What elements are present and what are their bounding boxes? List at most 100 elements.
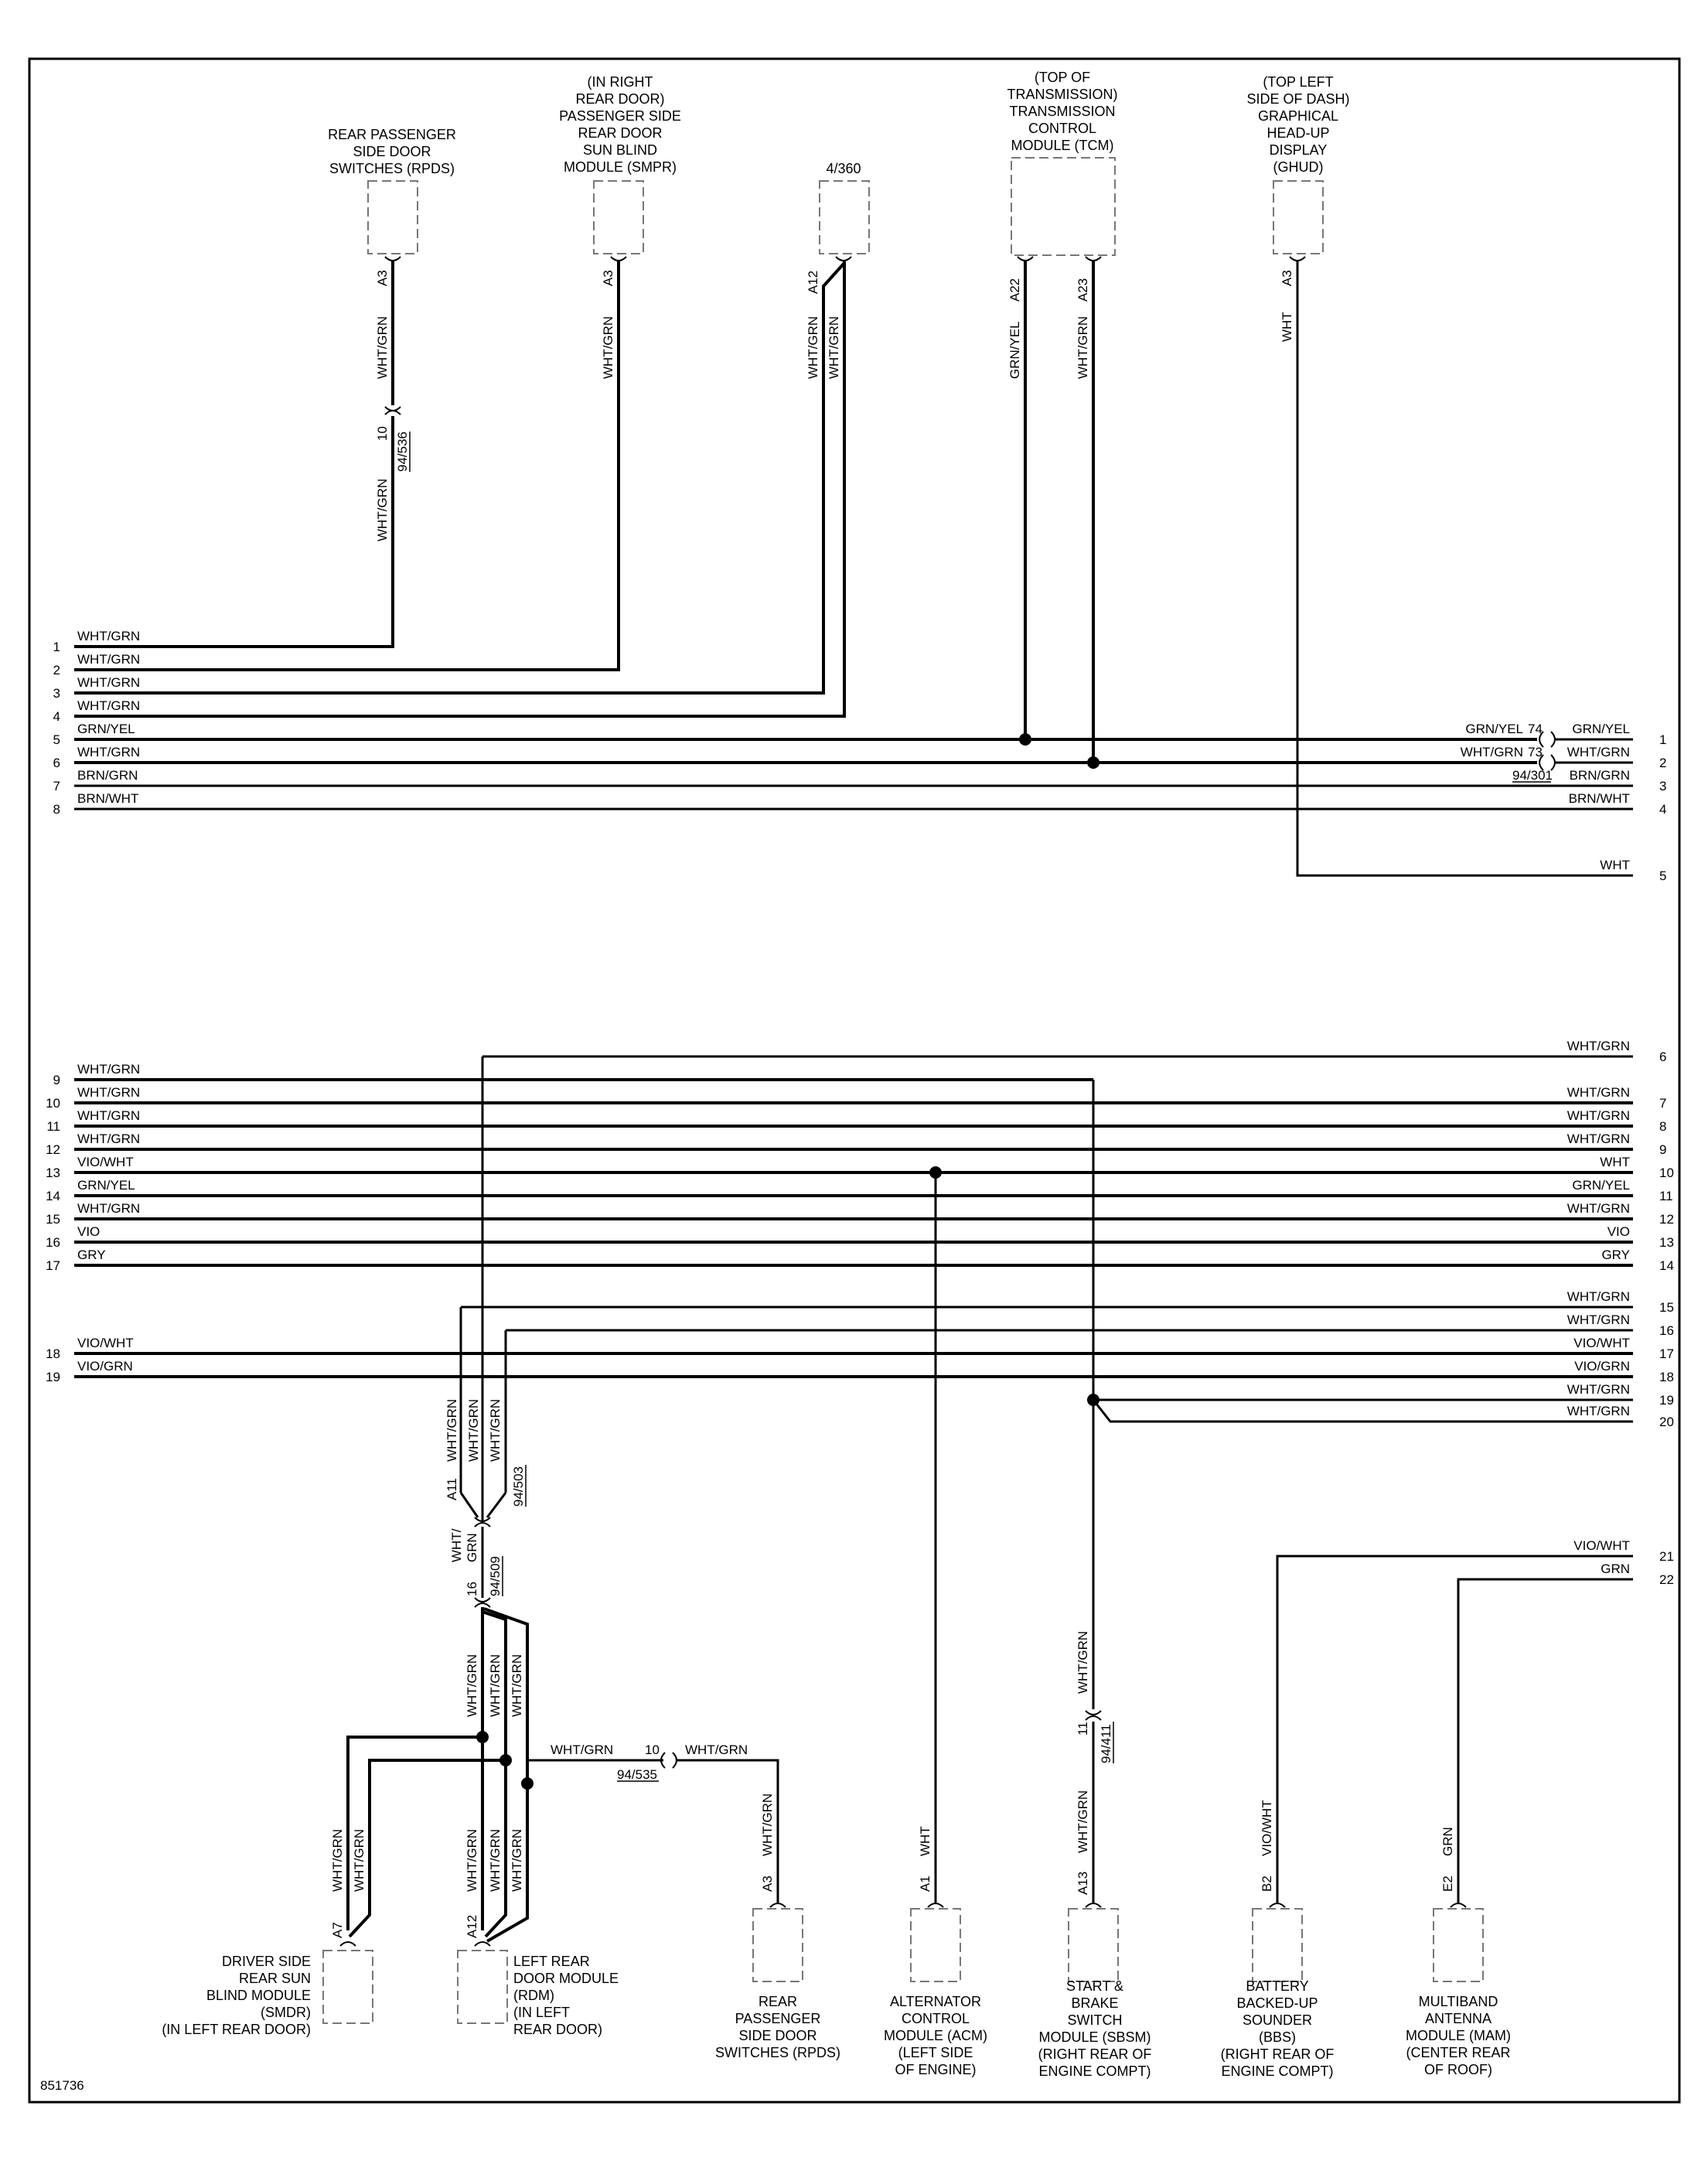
right-row-wire-color: WHT xyxy=(1600,1155,1630,1169)
smpr-label-6: MODULE (SMPR) xyxy=(564,159,677,175)
left-row-wire-color: VIO/WHT xyxy=(77,1336,134,1350)
smpr-label-1: (IN RIGHT xyxy=(588,74,653,90)
rpds-top-wire-color-lower: WHT/GRN xyxy=(375,479,390,541)
figure-id: 851736 xyxy=(40,2078,84,2093)
conn-4-360-pin: A12 xyxy=(806,271,820,294)
left-row-number: 15 xyxy=(46,1212,60,1227)
tcm-label-1: (TOP OF xyxy=(1035,70,1090,85)
rpds-bottom-label-3: SIDE DOOR xyxy=(738,2028,816,2043)
bbs-label-5: (RIGHT REAR OF xyxy=(1221,2046,1335,2062)
rdm-pin-hook xyxy=(474,1941,491,1947)
bbs-label-4: (BBS) xyxy=(1259,2029,1296,2045)
right-row-wire-color: GRN xyxy=(1601,1562,1630,1576)
acm-label-1: ALTERNATOR xyxy=(890,1994,981,2009)
left-row-wire-color: BRN/WHT xyxy=(77,791,138,806)
rpds-bottom-wire-color: WHT/GRN xyxy=(760,1794,775,1856)
left-row-number: 7 xyxy=(53,779,60,794)
left-row-wire-color: WHT/GRN xyxy=(77,652,140,667)
ghud-pin-hook xyxy=(1289,256,1306,261)
c94-535-wire-right xyxy=(676,1759,779,1903)
ghud-label-6: (GHUD) xyxy=(1273,159,1324,175)
c94-503-merge xyxy=(459,1492,507,1518)
c94-536-pin: 10 xyxy=(375,426,390,441)
smdr-box xyxy=(322,1950,373,2024)
smdr-label-4: (SMDR) xyxy=(261,2005,311,2020)
sbsm-pin-hook xyxy=(1085,1903,1102,1908)
right-row-wire-color: VIO/GRN xyxy=(1574,1359,1630,1374)
acm-pin: A1 xyxy=(918,1876,932,1892)
right-row-number: 1 xyxy=(1659,732,1666,747)
rdm-box xyxy=(457,1950,508,2024)
tcm-pin1: A22 xyxy=(1007,278,1022,302)
rdm-wire-3 xyxy=(483,1607,529,1943)
right-row-wire-color: WHT/GRN xyxy=(1567,1131,1630,1146)
rpds-top-label-1: REAR PASSENGER xyxy=(328,127,456,142)
c94-301-name: 94/301 xyxy=(1512,768,1553,783)
rdm-wire1-color: WHT/GRN xyxy=(465,1654,479,1717)
c94-411-pin: 11 xyxy=(1076,1722,1090,1736)
left-row-number: 10 xyxy=(46,1096,60,1111)
right-row-number: 10 xyxy=(1659,1166,1674,1180)
rpds-bottom-splice-dot xyxy=(521,1777,534,1790)
left-row-wire-color: WHT/GRN xyxy=(77,675,140,690)
rdm-label-1: LEFT REAR xyxy=(513,1954,590,1969)
left-row-wire-color: WHT/GRN xyxy=(77,1085,140,1100)
tcm-pin2-hook xyxy=(1085,256,1102,261)
tcm-label-2: TRANSMISSION) xyxy=(1007,87,1117,102)
bbs-label-2: BACKED-UP xyxy=(1236,1995,1318,2011)
smdr-label-2: REAR SUN xyxy=(239,1971,311,1986)
rdm-wire3-color-lower: WHT/GRN xyxy=(510,1829,524,1892)
right-row-wire-color: WHT/GRN xyxy=(1567,1039,1630,1053)
rpds-bottom-pin: A3 xyxy=(760,1876,775,1892)
right-row-number: 17 xyxy=(1659,1347,1674,1361)
smpr-wire-color: WHT/GRN xyxy=(601,316,615,379)
ghud-wire-color: WHT xyxy=(1280,312,1294,342)
conn-4-360-wire1-color: WHT/GRN xyxy=(806,316,820,379)
acm-label-2: CONTROL xyxy=(902,2011,970,2026)
right-row-number: 12 xyxy=(1659,1212,1674,1227)
mam-pin: E2 xyxy=(1440,1876,1455,1892)
right-row-wire-color: WHT/GRN xyxy=(1567,1085,1630,1100)
conn-4-360-pin-hook xyxy=(835,256,852,261)
right-row-wire-color: WHT/GRN xyxy=(1567,1312,1630,1327)
mam-wire-color: GRN xyxy=(1440,1827,1455,1856)
mam-box xyxy=(1433,1908,1484,1982)
rpds-top-pin: A3 xyxy=(375,270,390,286)
left-row-number: 6 xyxy=(53,756,60,770)
right-row-wire-color: VIO/WHT xyxy=(1573,1336,1630,1350)
left-row-number: 9 xyxy=(53,1073,60,1087)
tcm-pin2: A23 xyxy=(1076,278,1090,302)
c94-503-connector-symbol xyxy=(474,1517,491,1527)
left-row-wire-color: BRN/GRN xyxy=(77,768,138,783)
bbs-pin: B2 xyxy=(1260,1876,1274,1892)
c94-503-wire-c-color: WHT/GRN xyxy=(488,1399,503,1462)
rdm-wire2-color: WHT/GRN xyxy=(488,1654,503,1717)
rpds-top-pin-hook xyxy=(384,256,401,261)
right-row-number: 8 xyxy=(1659,1119,1666,1134)
smpr-component: (IN RIGHT REAR DOOR) PASSENGER SIDE REAR… xyxy=(559,74,681,254)
left-row-number: 19 xyxy=(46,1370,60,1384)
left-row-wire-color: VIO/WHT xyxy=(77,1155,134,1169)
smdr-wire-2 xyxy=(348,1759,506,1938)
row-r20-wire xyxy=(1092,1399,1633,1423)
right-row-wire-color: WHT/GRN xyxy=(1567,1404,1630,1418)
ghud-pin: A3 xyxy=(1280,270,1294,286)
acm-pin-hook xyxy=(927,1903,944,1908)
right-row-wire-color: WHT/GRN xyxy=(1567,1289,1630,1304)
rpds-top-box xyxy=(367,180,418,254)
right-row-wire-color: VIO xyxy=(1607,1224,1630,1239)
smpr-pin: A3 xyxy=(601,270,615,286)
rpds-bottom-label-2: PASSENGER xyxy=(735,2011,821,2026)
c94-503-name: 94/503 xyxy=(511,1466,526,1507)
connector-4-360-box xyxy=(819,180,870,254)
tcm-wire2-color: WHT/GRN xyxy=(1076,316,1090,379)
c94-535-name: 94/535 xyxy=(617,1767,657,1782)
right-row-wire-color: BRN/GRN xyxy=(1570,768,1630,783)
smpr-box xyxy=(593,180,644,254)
acm-label-5: OF ENGINE) xyxy=(895,2062,976,2077)
rpds-bottom-label-4: SWITCHES (RPDS) xyxy=(715,2045,840,2060)
smdr-wire2-color: WHT/GRN xyxy=(352,1829,366,1892)
right-row-number: 11 xyxy=(1659,1189,1673,1203)
c94-509-wire-line2: GRN xyxy=(465,1533,479,1562)
